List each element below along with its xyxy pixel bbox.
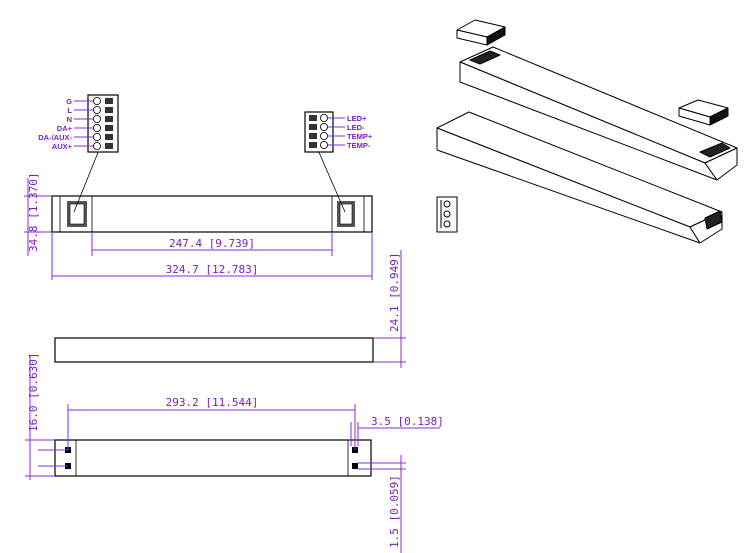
terminal-label-l: L (67, 106, 72, 115)
driver-body-side (54, 337, 374, 363)
side-view (54, 337, 374, 363)
terminal-label-n: N (67, 115, 72, 124)
terminal-label-da-plus: DA+ (57, 124, 73, 133)
terminal-label-g: G (66, 97, 72, 106)
dim-mount-spacing: 293.2 [11.544] (166, 396, 259, 409)
bottom-view (54, 439, 372, 477)
driver-body-bottom (54, 439, 372, 477)
dim-overall-length: 324.7 [12.783] (166, 263, 259, 276)
terminal-label-temp-plus: TEMP+ (347, 132, 373, 141)
dim-hole-offset: 3.5 [0.138] (371, 415, 444, 428)
driver-body-top (51, 195, 373, 233)
output-terminal-block: LED+ LED- TEMP+ TEMP- (304, 111, 373, 153)
terminal-label-da-minus-aux-minus: DA-/AUX- (38, 133, 72, 142)
dim-height: 34.8 [1.370] (27, 173, 40, 252)
dim-hole-edge: 1.5 [0.059] (388, 475, 401, 548)
output-leader-line (317, 149, 346, 213)
dim-side-height: 24.1 [0.949] (388, 253, 401, 332)
bottom-view-dimension-lines (25, 355, 440, 553)
side-view-dimension-lines (373, 250, 406, 368)
top-view (51, 149, 373, 233)
terminal-label-led-plus: LED+ (347, 114, 367, 123)
input-terminal-block: G L N DA+ DA-/AUX- AUX+ (38, 94, 119, 153)
input-leader-line (73, 149, 100, 213)
terminal-label-aux-plus: AUX+ (52, 142, 73, 151)
mounting-hole-icon (352, 463, 358, 469)
top-view-dimension-lines (24, 178, 373, 280)
terminal-label-led-minus: LED- (347, 123, 365, 132)
dim-depth: 16.0 [0.630] (27, 353, 40, 432)
isometric-view (436, 19, 738, 244)
dim-inner-length: 247.4 [9.739] (169, 237, 255, 250)
terminal-label-temp-minus: TEMP- (347, 141, 371, 150)
